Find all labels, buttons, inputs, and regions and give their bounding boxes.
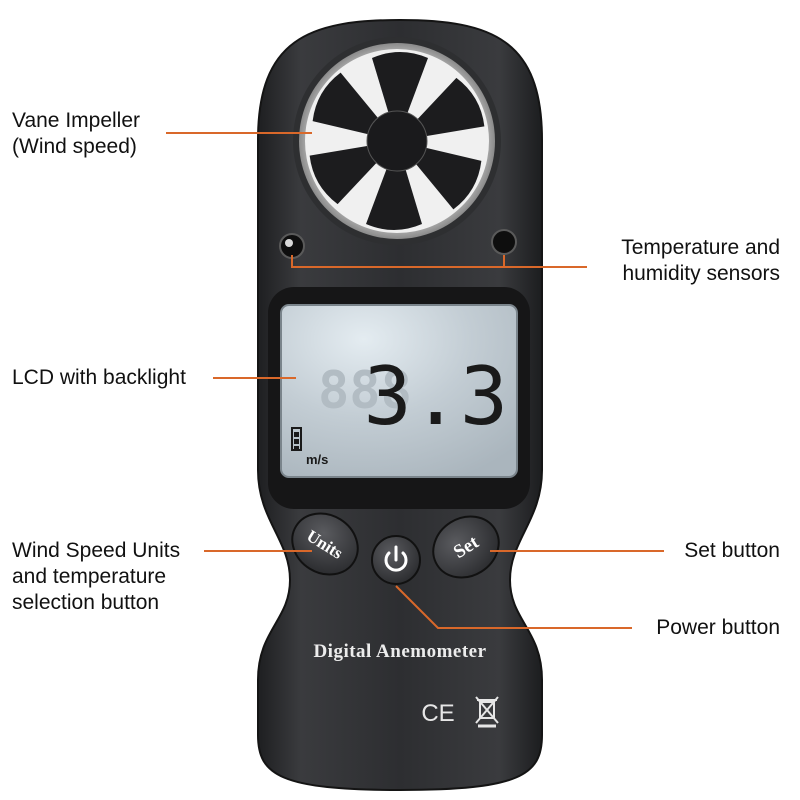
callout-vane-line-1: Vane Impeller <box>12 109 141 132</box>
callout-power-line-1: Power button <box>656 616 780 639</box>
battery-icon <box>291 427 302 451</box>
units-button[interactable]: Units <box>281 501 369 586</box>
lcd-unit: m/s <box>306 452 328 467</box>
power-button[interactable] <box>371 535 421 585</box>
leader-lines <box>166 132 664 629</box>
vane-impeller <box>293 37 501 245</box>
callout-units-button: Wind Speed Units and temperature selecti… <box>12 538 180 616</box>
callout-power-button: Power button <box>656 615 780 641</box>
humidity-sensor <box>491 229 517 255</box>
crossed-bin-icon <box>475 696 499 728</box>
callout-units-line-2: and temperature <box>12 565 167 588</box>
power-icon <box>384 545 408 572</box>
callout-units-line-3: selection button <box>12 591 160 614</box>
lcd-reading: 3.3 <box>364 350 509 443</box>
callout-lcd: LCD with backlight <box>12 365 186 391</box>
callout-sensors: Temperature and humidity sensors <box>621 235 780 287</box>
temperature-sensor <box>279 233 305 259</box>
callout-sensors-line-2: humidity sensors <box>622 262 780 285</box>
svg-text:888: 888 <box>318 361 412 421</box>
callout-vane-impeller: Vane Impeller (Wind speed) <box>12 108 140 160</box>
callout-sensors-line-1: Temperature and <box>621 236 780 259</box>
callout-units-line-1: Wind Speed Units <box>12 539 181 562</box>
lcd-screen <box>280 304 518 478</box>
callout-vane-line-2: (Wind speed) <box>12 135 137 158</box>
brand-label: Digital Anemometer <box>313 641 486 662</box>
ce-mark: CE <box>421 700 454 727</box>
callout-set-button: Set button <box>684 538 780 564</box>
callout-set-line-1: Set button <box>684 539 780 562</box>
set-button[interactable]: Set <box>422 504 510 589</box>
callout-lcd-line-1: LCD with backlight <box>12 366 186 389</box>
